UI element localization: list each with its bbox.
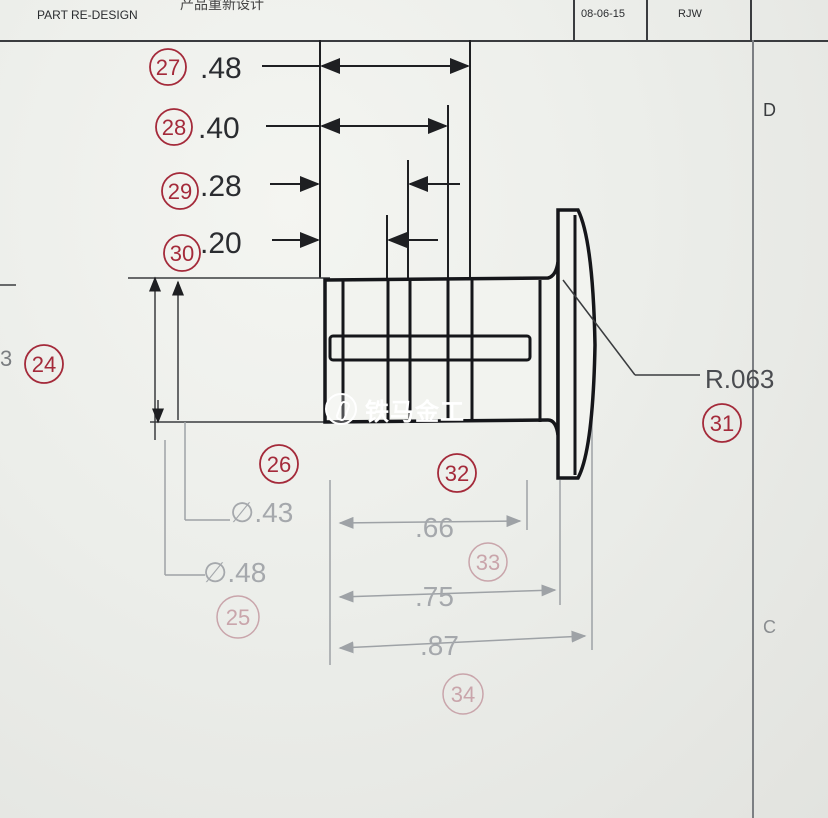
balloon-31-circle [702,403,742,443]
balloon-26: 26 [267,452,291,477]
radius-leader-line [562,279,636,376]
balloon-labels-faded: 25 33 34 [226,550,500,707]
top-dimension-group [262,40,471,278]
part-outline [323,208,597,480]
balloon-33-circle [468,542,508,582]
radius-leader [562,279,700,376]
center-bore [328,334,532,362]
title-cell-date: 08-06-15 [575,0,648,40]
balloon-group-dark [24,48,742,493]
dim-line-75 [338,584,557,603]
balloon-28: 28 [162,115,186,140]
balloon-28-circle [155,108,193,146]
balloon-32: 32 [445,461,469,486]
part-name: PART RE-DESIGN [37,8,138,22]
sheet-border-right [752,40,754,818]
balloon-27: 27 [156,55,180,80]
dim-text-66: .66 [415,512,454,543]
date-text: 08-06-15 [581,8,626,20]
zone-letter-c: C [763,617,776,637]
title-cell-drawn: RJW [648,0,752,40]
balloon-29: 29 [168,179,192,204]
balloon-27-circle [149,48,187,86]
dim-text-dia-43: ∅.43 [230,497,293,528]
drawn-by-text: RJW [678,8,702,20]
balloon-34-circle [442,673,484,715]
dim-text-48: .48 [200,52,242,85]
dimension-texts-faded: ∅.43 ∅.48 .66 .75 .87 [203,497,459,661]
balloon-25: 25 [226,605,250,630]
dim-text-75: .75 [415,581,454,612]
balloon-30-circle [163,234,201,272]
dim-line-66 [338,515,522,529]
title-block: PART RE-DESIGN 产品重新设计 08-06-15 RJW [0,0,828,42]
balloon-24: 24 [32,352,56,377]
balloon-group-faded [216,542,508,715]
left-dimension-group [0,276,340,440]
balloon-29-circle [161,172,199,210]
dim-text-40: .40 [198,112,240,145]
dim-text-87: .87 [420,630,459,661]
dim-text-20: .20 [200,227,242,260]
balloon-32-circle [437,453,477,493]
balloon-31: 31 [710,411,734,436]
dim-text-radius: R.063 [705,364,774,394]
balloon-24-circle [24,344,64,384]
dim-line-87 [338,630,587,654]
balloon-33: 33 [476,550,500,575]
balloon-34: 34 [451,682,475,707]
balloon-25-circle [216,595,260,639]
watermark-logo-icon [325,393,357,425]
dimension-texts-dark: .48 .40 .28 .20 [198,52,242,260]
watermark-text: 铁马金工 [365,397,465,426]
dim-text-dia-48: ∅.48 [203,557,266,588]
title-cell-part: PART RE-DESIGN 产品重新设计 [0,0,575,40]
part-name-cn: 产品重新设计 [180,0,264,12]
dim-text-28: .28 [200,170,242,203]
balloon-30: 30 [170,241,194,266]
balloon-26-circle [259,444,299,484]
balloon-labels: 27 28 29 30 24 31 32 26 [32,55,734,486]
zone-letter-d: D [763,100,776,120]
watermark: 铁马金工 [325,391,465,427]
edge-balloon-number: 3 [0,346,12,371]
